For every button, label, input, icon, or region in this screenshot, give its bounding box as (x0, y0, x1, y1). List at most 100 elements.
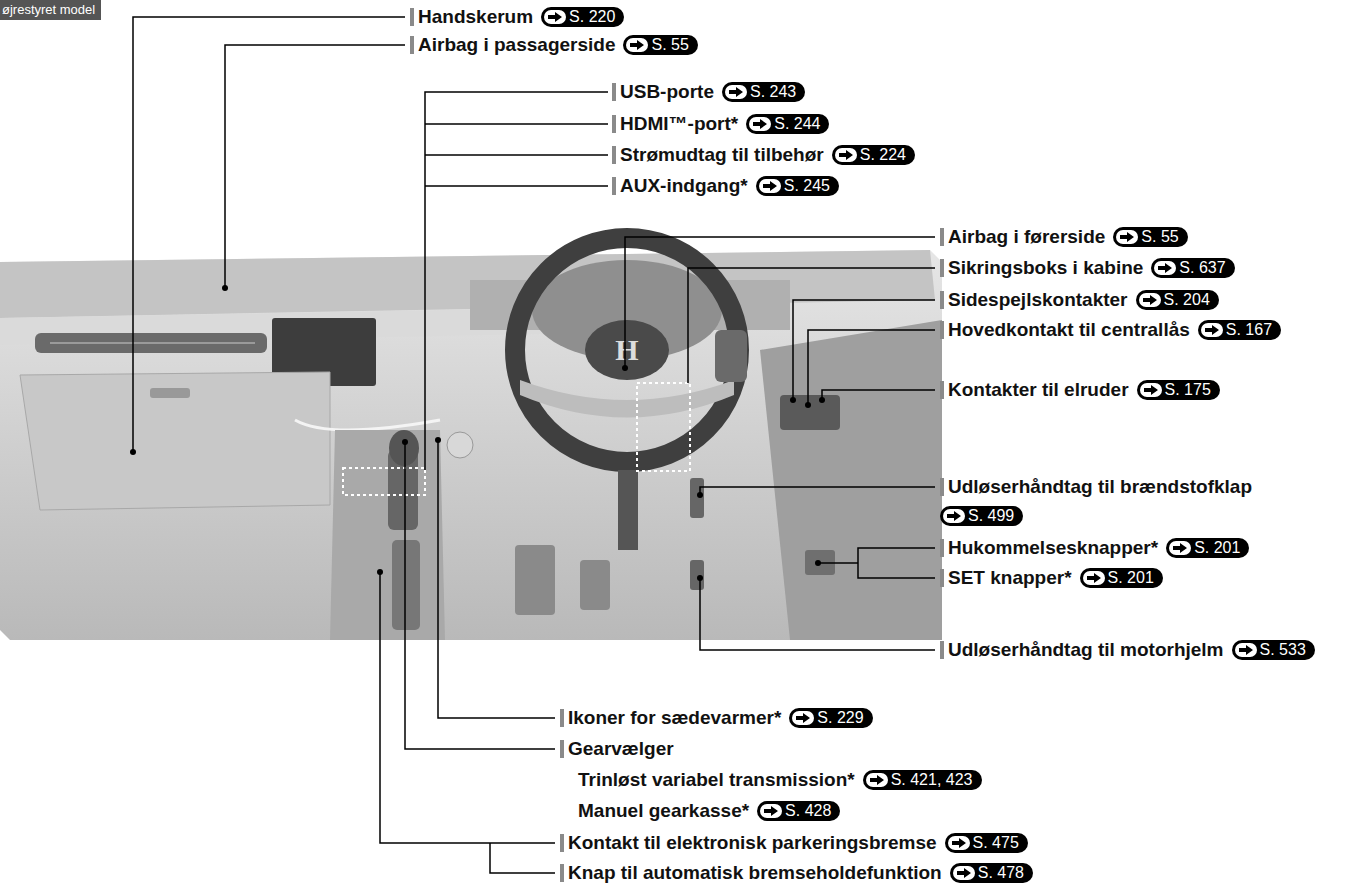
page-reference: S. 475 (973, 834, 1019, 852)
page-badge: S. 55 (623, 35, 697, 55)
callout-row: Kontakt til elektronisk parkeringsbremse… (568, 832, 1028, 854)
label-bar (940, 478, 944, 496)
arrow-icon (1116, 230, 1138, 244)
label-bar (940, 539, 944, 557)
arrow-icon (866, 773, 888, 787)
page-reference: S. 499 (968, 507, 1014, 525)
callout-row: Hukommelsesknapper* S. 201 (948, 537, 1249, 559)
callout-row: Airbag i passagerside S. 55 (418, 34, 698, 56)
arrow-icon (759, 179, 781, 193)
page-badge: S. 167 (1198, 320, 1281, 340)
arrow-icon (725, 85, 747, 99)
callout-row: Handskerum S. 220 (418, 6, 624, 28)
part-label: AUX-indgang* (620, 175, 748, 197)
part-label: Kontakt til elektronisk parkeringsbremse (568, 832, 937, 854)
part-label: USB-porte (620, 81, 714, 103)
callout-row: Trinløst variabel transmission* S. 421, 4… (578, 769, 982, 791)
callout-row: Udløserhåndtag til motorhjelmS. 533 (948, 639, 1315, 661)
arrow-icon (1139, 293, 1161, 307)
arrow-icon (948, 836, 970, 850)
page-badge: S. 175 (1137, 380, 1220, 400)
part-label: Airbag i førerside (948, 226, 1105, 248)
page-reference: S. 220 (569, 8, 615, 26)
part-label: Trinløst variabel transmission* (578, 769, 855, 791)
label-bar (560, 740, 564, 758)
part-label: HDMI™-port* (620, 113, 738, 135)
page-reference: S. 478 (978, 864, 1024, 882)
arrow-icon (1201, 323, 1223, 337)
label-bar (560, 709, 564, 727)
page-badge: S. 220 (541, 7, 624, 27)
page-reference: S. 243 (750, 83, 796, 101)
part-label: Sikringsboks i kabine (948, 257, 1143, 279)
page-reference: S. 55 (651, 36, 688, 54)
page-reference: S. 175 (1165, 381, 1211, 399)
page-badge: S. 637 (1151, 258, 1234, 278)
page-badge: S. 204 (1136, 290, 1219, 310)
page-badge: S. 421, 423 (863, 770, 982, 790)
arrow-icon (544, 10, 566, 24)
label-bar (410, 36, 414, 54)
page-badge: S. 533 (1232, 640, 1315, 660)
label-bar (612, 177, 616, 195)
callout-row: Kontakter til elruder S. 175 (948, 379, 1220, 401)
arrow-icon (1154, 261, 1176, 275)
callout-row: HDMI™-port* S. 244 (620, 113, 829, 135)
part-label: Hukommelsesknapper* (948, 537, 1158, 559)
label-bar (560, 834, 564, 852)
page-badge: S. 55 (1113, 227, 1187, 247)
page-reference: S. 244 (774, 115, 820, 133)
page-badge: S. 201 (1080, 568, 1163, 588)
label-bar (940, 228, 944, 246)
label-bar (940, 259, 944, 277)
arrow-icon (835, 148, 857, 162)
label-bar (940, 291, 944, 309)
page-badge: S. 243 (722, 82, 805, 102)
page-reference: S. 245 (784, 177, 830, 195)
page-reference: S. 201 (1194, 539, 1240, 557)
svg-text:H: H (615, 333, 638, 366)
arrow-icon (626, 38, 648, 52)
part-label: Gearvælger (568, 738, 674, 760)
page-reference: S. 421, 423 (891, 771, 973, 789)
page-badge: S. 499 (940, 506, 1023, 526)
part-label: Manuel gearkasse* (578, 800, 749, 822)
label-bar (560, 864, 564, 882)
page-reference: S. 204 (1164, 291, 1210, 309)
callout-row: SidespejlskontakterS. 204 (948, 289, 1219, 311)
callout-row: Knap til automatisk bremseholdefunktion S… (568, 862, 1033, 884)
page-badge: S. 201 (1166, 538, 1249, 558)
callout-row: Hovedkontakt til centrallås S. 167 (948, 319, 1281, 341)
arrow-icon (749, 117, 771, 131)
label-bar (940, 569, 944, 587)
arrow-icon (1140, 383, 1162, 397)
label-bar (940, 321, 944, 339)
page-reference: S. 533 (1260, 641, 1306, 659)
page-badge: S. 229 (789, 708, 872, 728)
arrow-icon (1083, 571, 1105, 585)
part-label: Kontakter til elruder (948, 379, 1129, 401)
label-bar (612, 146, 616, 164)
part-label: Hovedkontakt til centrallås (948, 319, 1190, 341)
part-label: Handskerum (418, 6, 533, 28)
label-bar (612, 115, 616, 133)
arrow-icon (953, 866, 975, 880)
callout-row: SET knapper*S. 201 (948, 567, 1163, 589)
page-badge: S. 428 (757, 801, 840, 821)
page-reference: S. 201 (1108, 569, 1154, 587)
part-label: Knap til automatisk bremseholdefunktion (568, 862, 942, 884)
page-badge: S. 245 (756, 176, 839, 196)
page-badge: S. 475 (945, 833, 1028, 853)
part-label: Strømudtag til tilbehør (620, 144, 824, 166)
part-label: Airbag i passagerside (418, 34, 615, 56)
callout-row: AUX-indgang* S. 245 (620, 175, 839, 197)
arrow-icon (943, 509, 965, 523)
callout-row: Sikringsboks i kabine S. 637 (948, 257, 1235, 279)
callout-row: Manuel gearkasse* S. 428 (578, 800, 840, 822)
page-reference: S. 229 (817, 709, 863, 727)
page-reference: S. 167 (1226, 321, 1272, 339)
part-label: Ikoner for sædevarmer* (568, 707, 781, 729)
callout-row: Gearvælger (568, 738, 674, 760)
page-reference: S. 224 (860, 146, 906, 164)
page-reference: S. 637 (1179, 259, 1225, 277)
